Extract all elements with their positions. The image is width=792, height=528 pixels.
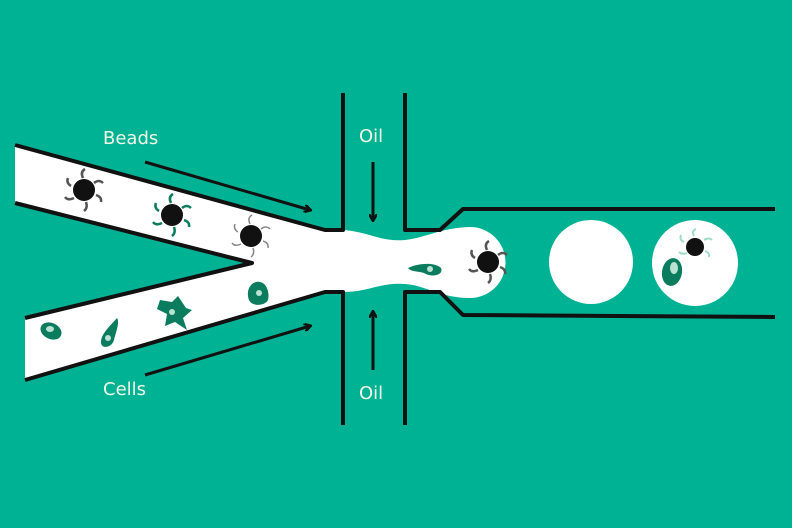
oil-top-label: Oil xyxy=(359,126,383,147)
outlet-lower-wall xyxy=(403,290,776,425)
cell-in-droplet xyxy=(661,258,683,286)
outlet-upper-wall xyxy=(403,93,775,232)
junction-neck-fill xyxy=(343,227,506,298)
beads-channel-lower-wall xyxy=(14,201,254,320)
bead-gray xyxy=(64,167,104,212)
cell-star xyxy=(157,296,192,330)
cell-in-neck xyxy=(408,263,442,276)
channel-walls xyxy=(14,93,776,425)
beads-label: Beads xyxy=(103,128,158,149)
oil-bottom-label: Oil xyxy=(359,383,383,404)
cells-flow-arrow xyxy=(144,326,310,377)
bead-released-in-droplet xyxy=(678,228,713,258)
bead-cell-droplet xyxy=(652,220,738,306)
bead-green-barcoded xyxy=(152,192,192,237)
beads-flow-arrow xyxy=(144,160,310,210)
beads-channel-fill xyxy=(15,145,343,380)
empty-droplet xyxy=(549,220,633,304)
cell-round xyxy=(247,281,269,305)
bead-outlined xyxy=(231,214,271,258)
cell-oval xyxy=(40,322,62,340)
beads-channel-upper-wall xyxy=(14,93,345,232)
cells-label: Cells xyxy=(103,379,146,400)
bead-in-droplet xyxy=(468,239,508,284)
cell-elongated xyxy=(100,318,119,347)
cells-channel-lower-wall xyxy=(24,290,345,425)
fluid-region xyxy=(15,145,506,380)
